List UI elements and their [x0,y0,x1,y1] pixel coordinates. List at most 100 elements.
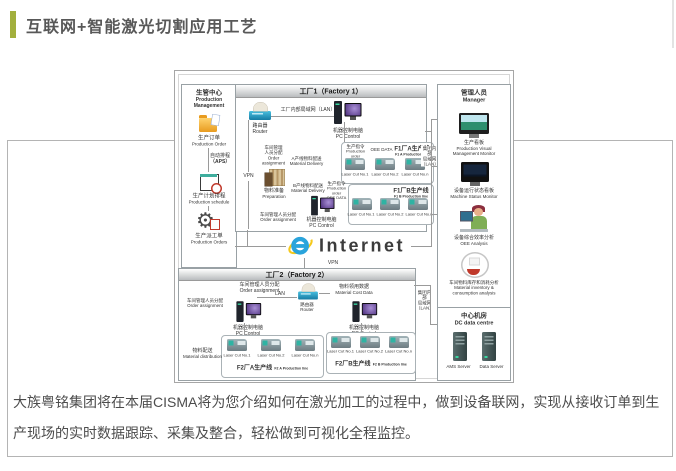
laser-machine-icon [405,158,425,170]
connector-line [271,116,335,117]
f1a-production-line-box: 生产指令 Production order OEE DATA F1厂A生产线 F… [341,142,434,184]
f1b-title: F1厂B生产线 F1 B Production line [393,187,429,199]
diagram-image: 生管中心 Production Management 生产订单 Producti… [174,70,514,383]
machine-label: Laser Cut No.2 [376,212,404,217]
connector-line [431,119,437,120]
ams-server-label: AMS Server [446,364,471,369]
internet-explorer-icon [287,231,314,261]
f1-order-assignment2-label: 车间管理人员分配 Order assignment [259,212,296,223]
dispatch-gear-icon: ⚙ [196,208,220,232]
router-icon [298,283,318,300]
f1b-pc-label: 机器控制电脑 PC Control [306,217,337,229]
f1-order-assignment-label: 车间管理 人员分配 Order assignment [261,145,286,166]
f2-lan-label: LAN [275,291,285,297]
material-basket-icon [461,252,489,278]
f2a-production-line-box: Laser Cut No.1 Laser Cut No.2 Laser Cut … [221,335,324,378]
pc-control-icon [334,101,362,126]
laser-machine-icon [352,198,372,210]
dc-title-en: DC data centre [454,320,494,326]
f1a-title: F1厂A生产线 F1 A Production line [394,145,430,157]
f2a-title: F2厂A生产线 F2 A Production line [236,364,309,371]
data-server-label: Data Server [479,364,504,369]
machine-label: Laser Cut No.2 [371,172,399,177]
production-order-icon [199,115,217,132]
production-kanban-monitor-icon [459,113,489,138]
title-accent-bar [10,11,16,38]
laser-machine-icon [227,339,247,351]
pm-title-en: Production Management [193,97,225,109]
laser-machine-icon [261,339,281,351]
connector-line [248,181,249,229]
page-title: 互联网+智能激光切割应用工艺 [26,19,258,36]
connector-line [235,246,286,247]
connector-line [208,148,209,172]
machine-label: Laser Cut No.2 [257,353,285,358]
f1-preparation-label: 物料准备 Preparation [262,188,286,199]
connector-line [414,285,430,286]
machine-label: Laser Cut No.n [385,349,412,354]
connector-line [257,297,297,298]
f1-lan-label: 工厂内部局域网（LAN） [280,107,336,113]
production-schedule-icon [200,174,222,194]
pm-dispatch-label: 生产派工单 Production Orders [190,233,228,245]
connector-line [248,120,249,172]
factory1-title: 工厂1（Factory 1） [236,85,426,98]
dc-title-cn: 中心机房 [460,311,487,319]
production-management-panel: 生管中心 Production Management 生产订单 Producti… [181,84,237,268]
connector-line [344,122,345,142]
connector-line [431,119,432,247]
data-server-icon [482,332,496,361]
laser-machine-icon [380,198,400,210]
manager-title-en: Manager [462,97,486,103]
mgr-status-label: 设备运行状态看板 Machine Status Monitor [450,188,498,199]
f1-pc-label: 机器控制电脑 PC Control [333,128,363,140]
machine-label: Laser Cut No.n [405,212,433,217]
mgr-kanban-label: 生产看板 Production Visual Management Monito… [452,140,496,156]
internet-label: Internet [319,235,406,256]
ams-server-icon [453,332,467,361]
right-edge-line [672,0,674,48]
manager-title-cn: 管理人员 [460,88,487,96]
f2a-pc-label: 机器控制电脑 PC Control [233,325,263,337]
f2-router-label: 路由器 Router [300,302,314,313]
connector-line [244,323,245,335]
laser-machine-icon [331,336,351,348]
machine-status-monitor-icon [461,162,489,186]
connector-line [430,285,431,325]
mgr-oee-label: 设备综合效率分析 OEE Analysis [454,235,494,246]
laser-machine-icon [345,158,365,170]
machine-label: Laser Cut No.n [291,353,319,358]
group-lan-label: 集团内部 局域网 （LAN） [421,146,439,167]
f1-router-label: 路由器 Router [252,123,268,135]
pm-schedule-label: 生产计划排程 Production schedule [188,193,230,205]
f2-order-assignment-top-label: 车间管理人员分配 Order assignment [239,282,280,294]
material-preparation-icon [264,169,285,187]
f1-material-delivery-b-label: B产线物料配送 Material Delivery [291,183,325,194]
connector-line [425,131,431,132]
pc-control-icon [311,195,335,217]
dc-data-centre-panel: 中心机房 DC data centre AMS Server Data Serv… [437,307,511,381]
pc-control-icon [352,301,378,324]
f2b-production-line-box: Laser Cut No.1 Laser Cut No.2 Laser Cut … [326,332,416,374]
factory1-panel: 工厂1（Factory 1） 路由器 Router 工厂内部局域网（LAN） 机… [235,84,434,232]
manager-panel: 管理人员 Manager 生产看板 Production Visual Mana… [437,84,511,309]
f1a-order-label: 生产指令 Production order [345,144,366,159]
connector-line [361,323,362,332]
connector-line [431,214,437,215]
analyst-person-icon [460,205,488,232]
laser-machine-icon [408,198,428,210]
pm-aps-label: 自动排程 （APS） [210,153,231,165]
f1-material-delivery-a-label: A产线物料配送 Material Delivery [289,156,324,167]
f2-material-cost-label: 物料领用数据 Material Cost Data [335,284,373,295]
group-lan-label: 集团内部 局域网 （LAN） [416,290,434,311]
mgr-inventory-label: 车间物料库存和消耗分析 Material inventory & consump… [449,280,499,296]
connector-line [431,166,437,167]
router-icon [249,102,271,120]
machine-label: Laser Cut No.1 [347,212,375,217]
factory2-panel: 工厂2（Factory 2） 车间管理人员分配 Order assignment… [178,268,416,381]
article-description: 大族粤铭集团将在本届CISMA将为您介绍如何在激光加工的过程中，做到设备联网，实… [13,394,660,441]
machine-label: Laser Cut No.1 [341,172,369,177]
machine-label: Laser Cut No.n [401,172,429,177]
internet-vpn-label: VPN [327,260,339,266]
machine-label: Laser Cut No.2 [356,349,383,354]
